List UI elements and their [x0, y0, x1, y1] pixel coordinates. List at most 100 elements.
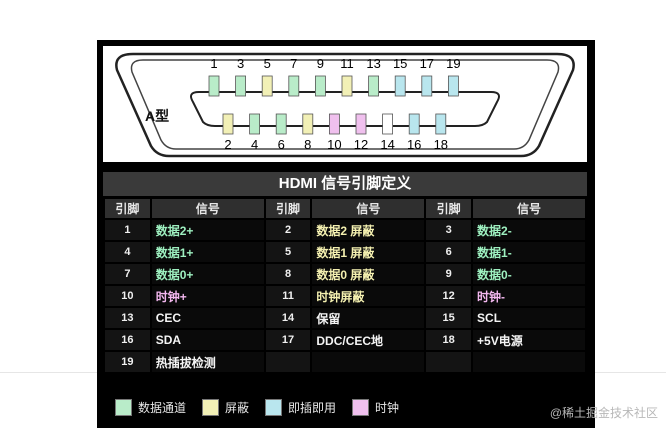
top-pin-13 — [368, 75, 380, 97]
bottom-pin-number: 8 — [304, 137, 311, 152]
table-title: HDMI 信号引脚定义 — [103, 172, 587, 196]
signal-cell: 时钟+ — [151, 286, 264, 306]
top-pin-9 — [314, 75, 326, 97]
bottom-pin-6 — [275, 113, 287, 135]
header-signal: 信号 — [151, 199, 264, 218]
legend-swatch — [352, 398, 370, 416]
legend-swatch — [202, 398, 220, 416]
signal-cell: 时钟- — [473, 286, 585, 306]
pin-number-cell: 14 — [265, 308, 311, 328]
top-pin-number: 15 — [393, 56, 407, 71]
top-pin-11 — [341, 75, 353, 97]
pin-number-cell: 8 — [265, 264, 311, 284]
bottom-pin-number: 12 — [354, 137, 368, 152]
header-pin: 引脚 — [105, 199, 150, 218]
pin-number-cell — [265, 352, 311, 372]
pin-number-cell: 19 — [105, 352, 150, 372]
signal-cell: CEC — [151, 308, 264, 328]
top-pin-3 — [235, 75, 247, 97]
header-pin: 引脚 — [426, 199, 472, 218]
legend-label: 时钟 — [375, 400, 400, 415]
top-pin-number: 13 — [366, 56, 380, 71]
header-signal: 信号 — [473, 199, 585, 218]
legend-swatch — [265, 398, 283, 416]
connector-type-label: A型 — [145, 108, 170, 124]
bottom-pin-number: 4 — [251, 137, 258, 152]
signal-cell: 热插拔检测 — [151, 352, 264, 372]
signal-cell — [473, 352, 585, 372]
top-pin-number: 5 — [264, 56, 271, 71]
pin-number-cell: 11 — [265, 286, 311, 306]
bottom-pin-number: 14 — [380, 137, 394, 152]
signal-cell: 数据1 屏蔽 — [312, 242, 425, 262]
pin-number-cell: 9 — [426, 264, 472, 284]
pin-number-cell: 12 — [426, 286, 472, 306]
bottom-pin-number: 2 — [224, 137, 231, 152]
top-pin-number: 7 — [290, 56, 297, 71]
top-pin-7 — [288, 75, 300, 97]
signal-cell: DDC/CEC地 — [312, 330, 425, 350]
legend-label: 即插即用 — [288, 400, 337, 415]
watermark: @稀土掘金技术社区 — [549, 406, 658, 420]
signal-cell: +5V电源 — [473, 330, 585, 350]
signal-cell: 时钟屏蔽 — [312, 286, 425, 306]
top-pin-19 — [447, 75, 459, 97]
top-pin-17 — [421, 75, 433, 97]
pin-number-cell: 2 — [265, 220, 311, 240]
top-pin-number: 9 — [317, 56, 324, 71]
signal-cell: 数据2 屏蔽 — [312, 220, 425, 240]
bottom-pin-number: 16 — [407, 137, 421, 152]
signal-cell: 数据0+ — [151, 264, 264, 284]
bottom-pin-18 — [435, 113, 447, 135]
pin-number-cell — [426, 352, 472, 372]
pin-number-cell: 6 — [426, 242, 472, 262]
top-pin-5 — [261, 75, 273, 97]
bottom-pin-14 — [382, 113, 394, 135]
top-pin-15 — [394, 75, 406, 97]
header-signal: 信号 — [312, 199, 425, 218]
top-pin-number: 19 — [446, 56, 460, 71]
top-pin-1 — [208, 75, 220, 97]
signal-cell: 数据1+ — [151, 242, 264, 262]
table-header-row: 引脚 信号 引脚 信号 引脚 信号 — [105, 199, 585, 218]
pin-number-cell: 7 — [105, 264, 150, 284]
top-pin-number: 3 — [237, 56, 244, 71]
pin-number-cell: 1 — [105, 220, 150, 240]
color-legend: 数据通道 屏蔽 即插即用 时钟 — [103, 392, 587, 422]
bottom-pin-12 — [355, 113, 367, 135]
bottom-pin-16 — [408, 113, 420, 135]
pin-number-cell: 13 — [105, 308, 150, 328]
pin-number-cell: 18 — [426, 330, 472, 350]
bottom-pin-number: 10 — [327, 137, 341, 152]
pin-number-cell: 3 — [426, 220, 472, 240]
signal-cell: 数据0 屏蔽 — [312, 264, 425, 284]
legend-label: 屏蔽 — [225, 400, 250, 415]
legend-swatch — [115, 398, 132, 416]
signal-cell: 数据2+ — [151, 220, 264, 240]
top-pin-number: 17 — [420, 56, 434, 71]
bottom-pin-number: 18 — [434, 137, 448, 152]
legend-label: 数据通道 — [138, 400, 187, 415]
connector-outline-inner — [130, 59, 560, 150]
top-pin-number: 1 — [210, 56, 217, 71]
pin-number-cell: 17 — [265, 330, 311, 350]
signal-cell: SCL — [473, 308, 585, 328]
bottom-pin-8 — [302, 113, 314, 135]
signal-cell: 保留 — [312, 308, 425, 328]
pin-number-cell: 5 — [265, 242, 311, 262]
signal-cell: 数据0- — [473, 264, 585, 284]
connector-tongue — [190, 91, 500, 127]
connector-outline-outer — [115, 52, 575, 158]
signal-cell: 数据1- — [473, 242, 585, 262]
